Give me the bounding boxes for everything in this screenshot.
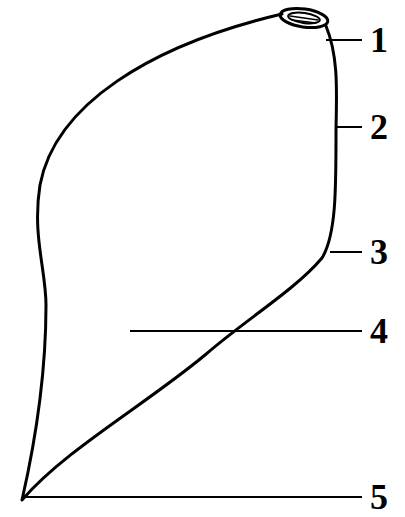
duct-opening: [279, 6, 329, 31]
callout-number: 2: [370, 109, 388, 145]
duct-opening-inner: [287, 11, 320, 25]
leader-line: [337, 126, 362, 128]
leader-line: [330, 251, 362, 253]
leader-line: [22, 496, 362, 498]
callout-number: 3: [370, 234, 388, 270]
callout-number: 5: [370, 479, 388, 515]
leader-line: [326, 39, 362, 41]
leader-lines: [22, 40, 362, 497]
leader-line: [130, 330, 362, 332]
organ-body: [22, 14, 337, 500]
callout-number: 4: [370, 313, 388, 349]
hatching: [290, 16, 318, 23]
callout-number: 1: [370, 22, 388, 58]
